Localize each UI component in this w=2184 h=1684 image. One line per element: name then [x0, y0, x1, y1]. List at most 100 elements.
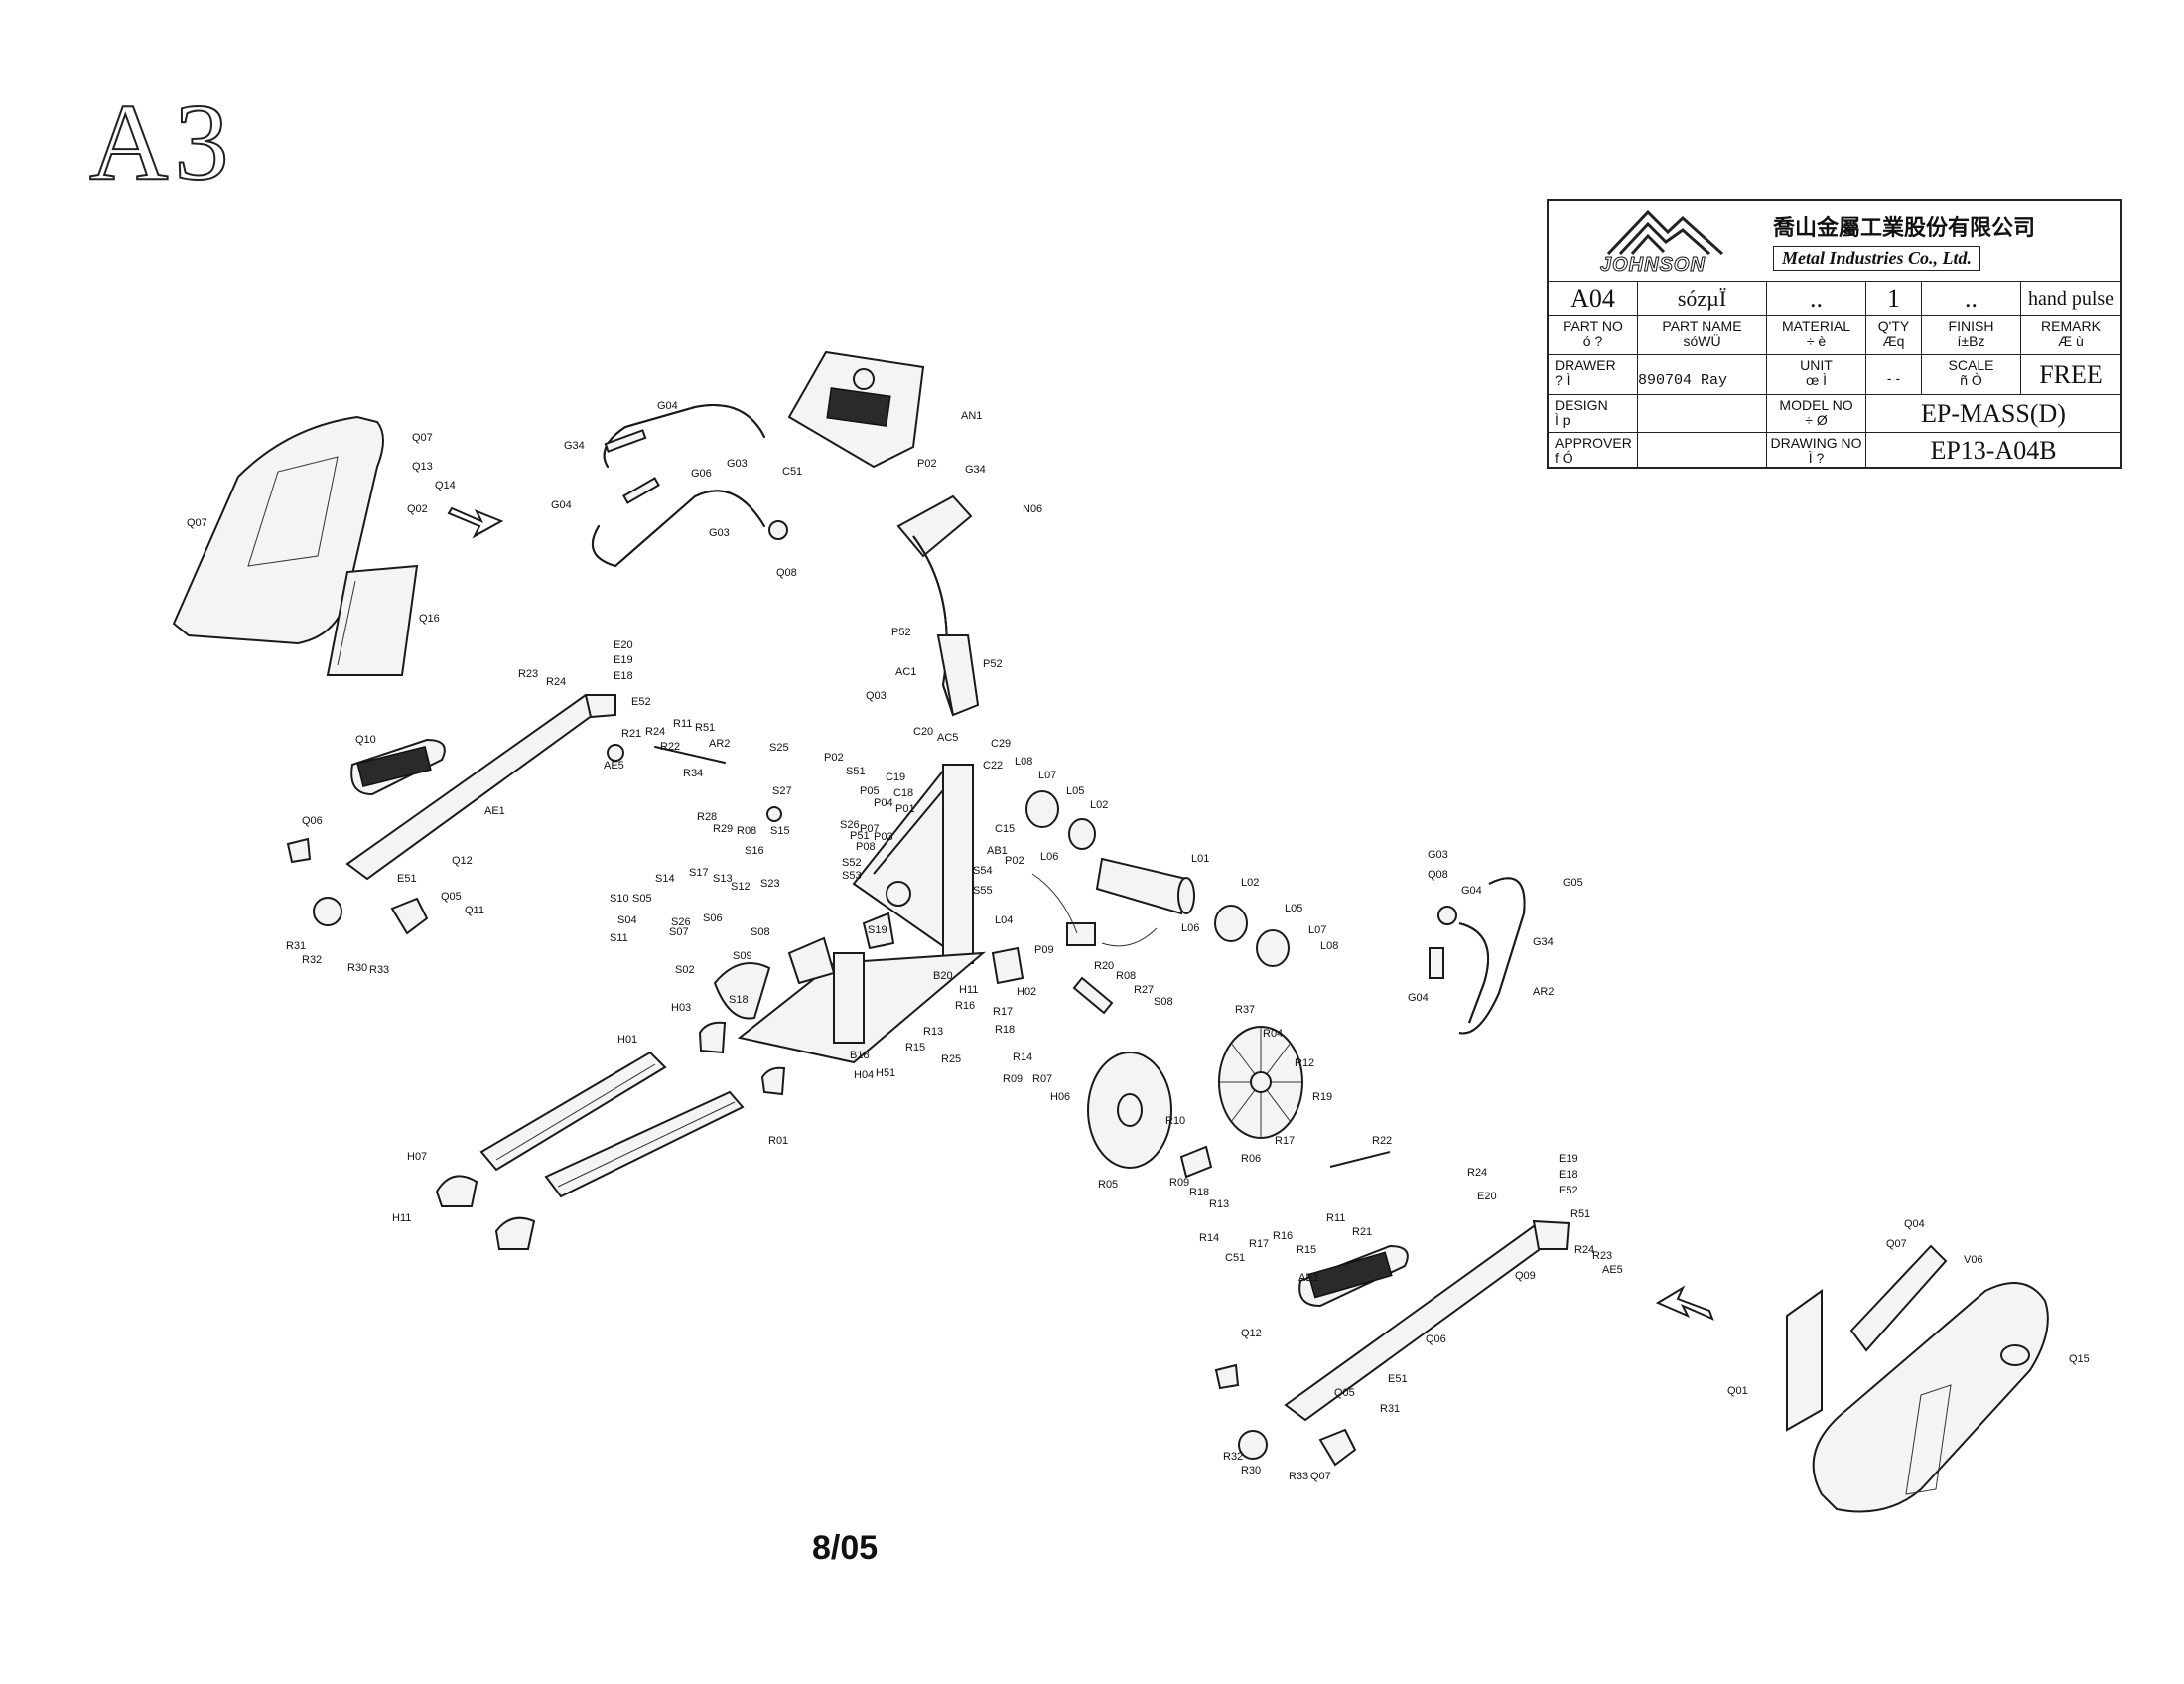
callout-label: L06 [1040, 851, 1058, 863]
callout-label: Q12 [1241, 1328, 1262, 1339]
callout-label: P02 [917, 458, 937, 470]
callout-label: C15 [995, 823, 1015, 835]
callout-label: R17 [993, 1006, 1013, 1018]
callout-label: R08 [737, 825, 756, 837]
callout-label: S06 [703, 912, 723, 924]
callout-labels: Q07 Q13 Q14 Q02 Q07 Q16 G04 G34 G03 C51 … [187, 400, 2090, 1482]
remark-label: REMARK [2041, 318, 2101, 334]
callout-label: P52 [983, 658, 1003, 670]
callout-label: R06 [1241, 1153, 1261, 1165]
callout-label: E51 [397, 873, 417, 885]
callout-label: E19 [1559, 1153, 1578, 1165]
callout-label: V06 [1964, 1254, 1983, 1266]
callout-label: R21 [1352, 1226, 1372, 1238]
callout-label: G04 [1461, 885, 1482, 897]
front-mast [896, 494, 980, 717]
part-name-header: PART NAME sóWÜ [1638, 316, 1767, 354]
callout-label: P05 [860, 785, 880, 797]
callout-label: H07 [407, 1151, 427, 1163]
callout-label: C18 [893, 787, 913, 799]
callout-label: S26 [840, 819, 860, 831]
callout-label: R51 [1570, 1208, 1590, 1220]
brand-name: JOHNSON [1600, 254, 1706, 277]
callout-label: R31 [286, 940, 306, 952]
callout-label: L01 [1191, 853, 1209, 865]
drawing-label: DRAWING NO [1770, 435, 1862, 451]
callout-label: G34 [1533, 936, 1554, 948]
callout-label: H11 [392, 1212, 411, 1224]
callout-label: S54 [973, 865, 993, 877]
model-value: EP-MASS(D) [1921, 399, 2066, 428]
drawing-header: DRAWING NO Ì ? [1767, 433, 1866, 469]
callout-label: P01 [895, 803, 915, 815]
callout-label: E20 [1477, 1191, 1497, 1202]
qty-sublabel: Æq [1882, 333, 1905, 349]
callout-label: R24 [645, 726, 665, 738]
callout-label: G04 [1408, 992, 1429, 1004]
callout-label: H01 [617, 1034, 637, 1046]
callout-label: E20 [614, 639, 633, 651]
callout-label: E19 [614, 654, 633, 666]
callout-label: G34 [965, 464, 986, 476]
part-no-header: PART NO ó ? [1549, 316, 1638, 354]
callout-label: L06 [1181, 922, 1199, 934]
drawing-value: EP13-A04B [1930, 436, 2057, 465]
callout-label: R51 [695, 722, 715, 734]
sheet-label: A3 [88, 80, 235, 204]
remark-sublabel: Æ ù [2058, 333, 2084, 349]
callout-label: R34 [683, 768, 703, 779]
callout-label: S05 [632, 893, 652, 905]
callout-label: G04 [551, 499, 572, 511]
callout-label: G03 [727, 458, 748, 470]
callout-label: R30 [347, 962, 367, 974]
callout-label: R04 [1263, 1028, 1283, 1040]
callout-label: L08 [1320, 940, 1338, 952]
callout-label: Q12 [452, 855, 473, 867]
unit-label: UNIT [1800, 357, 1833, 373]
callout-label: E51 [1388, 1373, 1408, 1385]
callout-label: S53 [842, 870, 862, 882]
part-no-value: A04 [1549, 282, 1638, 315]
rails [435, 1021, 786, 1250]
qty-label: Q'TY [1877, 318, 1910, 334]
callout-label: C29 [991, 738, 1011, 750]
callout-label: H51 [876, 1067, 895, 1079]
callout-label: R33 [1289, 1471, 1308, 1482]
part-name-sublabel: sóWÜ [1683, 333, 1721, 349]
callout-label: R17 [1249, 1238, 1269, 1250]
remark-value: hand pulse [2027, 288, 2115, 310]
callout-label: R18 [1189, 1187, 1209, 1198]
callout-label: C19 [886, 772, 905, 783]
callout-label: R13 [1209, 1198, 1229, 1210]
callout-label: AE1 [1298, 1272, 1319, 1284]
callout-label: AE5 [604, 760, 624, 772]
title-block-row-headers: PART NO ó ? PART NAME sóWÜ MATERIAL ÷ è … [1549, 316, 2120, 355]
callout-label: S14 [655, 873, 675, 885]
callout-label: E18 [614, 670, 633, 682]
callout-label: G05 [1563, 877, 1583, 889]
callout-label: AC5 [937, 732, 958, 744]
callout-label: S17 [689, 867, 709, 879]
callout-label: R01 [768, 1135, 788, 1147]
callout-label: R12 [1295, 1057, 1314, 1069]
callout-label: R07 [1032, 1073, 1052, 1085]
callout-label: E18 [1559, 1169, 1578, 1181]
callout-label: AB1 [987, 845, 1008, 857]
material-label: MATERIAL [1782, 318, 1850, 334]
drawer-sublabel: ? Ì [1555, 372, 1570, 388]
callout-label: H02 [1017, 986, 1036, 998]
callout-label: Q07 [187, 517, 207, 529]
callout-label: Q02 [407, 503, 428, 515]
callout-label: R22 [1372, 1135, 1392, 1147]
design-value [1638, 395, 1767, 432]
part-no-label: PART NO [1563, 318, 1623, 334]
callout-label: R32 [302, 954, 322, 966]
design-header: DESIGN Ì p [1549, 395, 1638, 432]
model-header: MODEL NO ÷ Ø [1767, 395, 1866, 432]
callout-label: R28 [697, 811, 717, 823]
callout-label: Q05 [1334, 1387, 1355, 1399]
material-value: .. [1767, 282, 1866, 315]
callout-label: S13 [713, 873, 733, 885]
title-block: JOHNSON 喬山金屬工業股份有限公司 Metal Industries Co… [1547, 199, 2122, 469]
left-pedal-arm [286, 693, 616, 935]
